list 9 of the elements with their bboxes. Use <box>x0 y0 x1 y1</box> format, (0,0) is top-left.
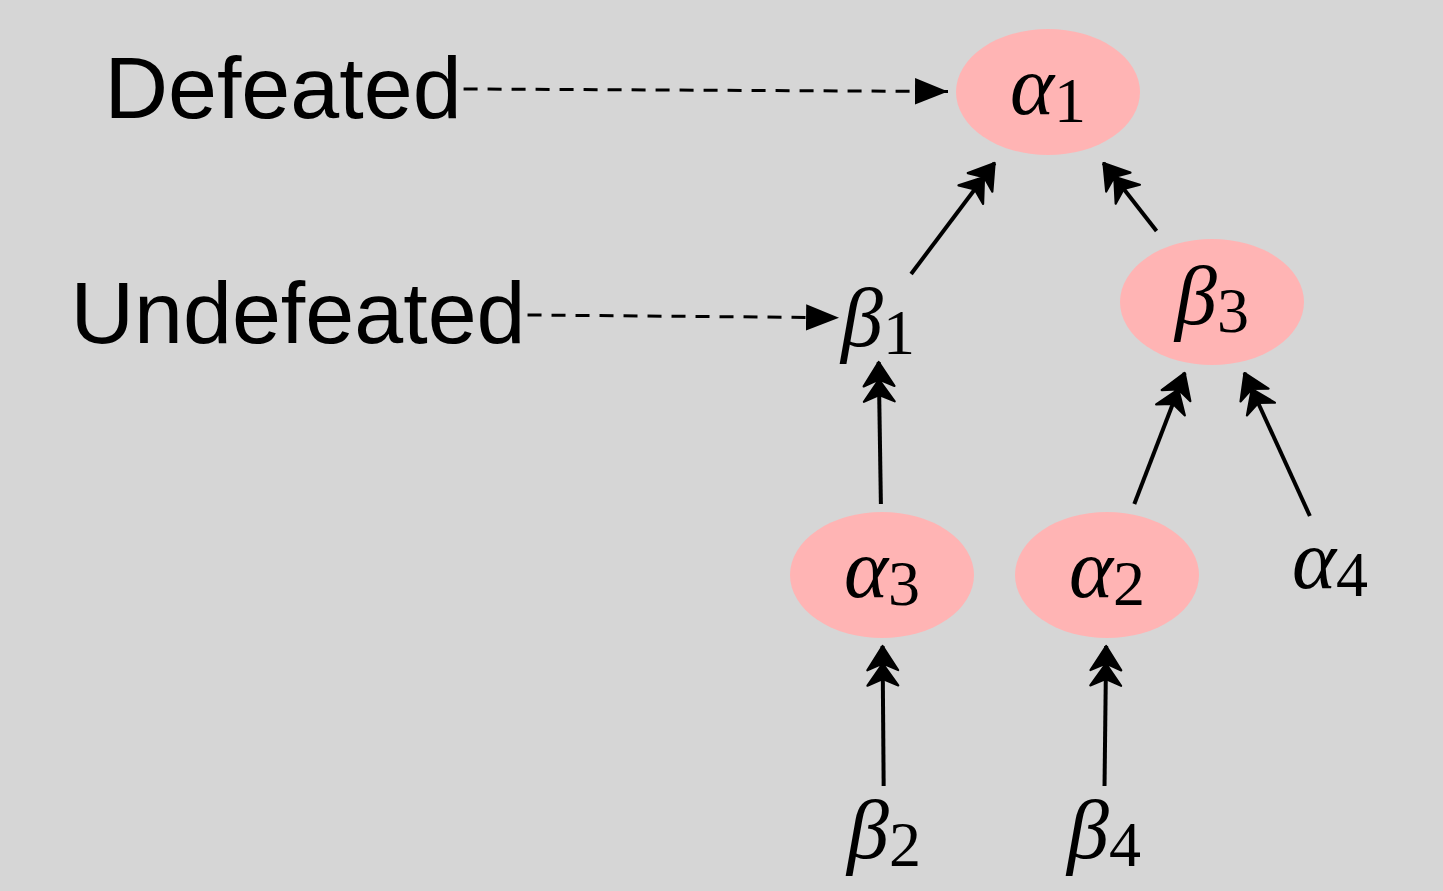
arrow <box>463 78 948 105</box>
arrow <box>527 304 840 331</box>
argument-ellipse: α$_{3}$ <box>790 512 974 638</box>
argument-ellipse: α$_{2}$ <box>1015 512 1199 638</box>
row-label: Undefeated <box>70 269 526 357</box>
argument-ellipse: α$_{1}$ <box>956 29 1140 155</box>
argument-ellipse: β$_{3}$ <box>1120 239 1304 365</box>
row-label: Defeated <box>104 44 462 132</box>
argument-label: α$_{4}$ <box>1291 518 1369 602</box>
